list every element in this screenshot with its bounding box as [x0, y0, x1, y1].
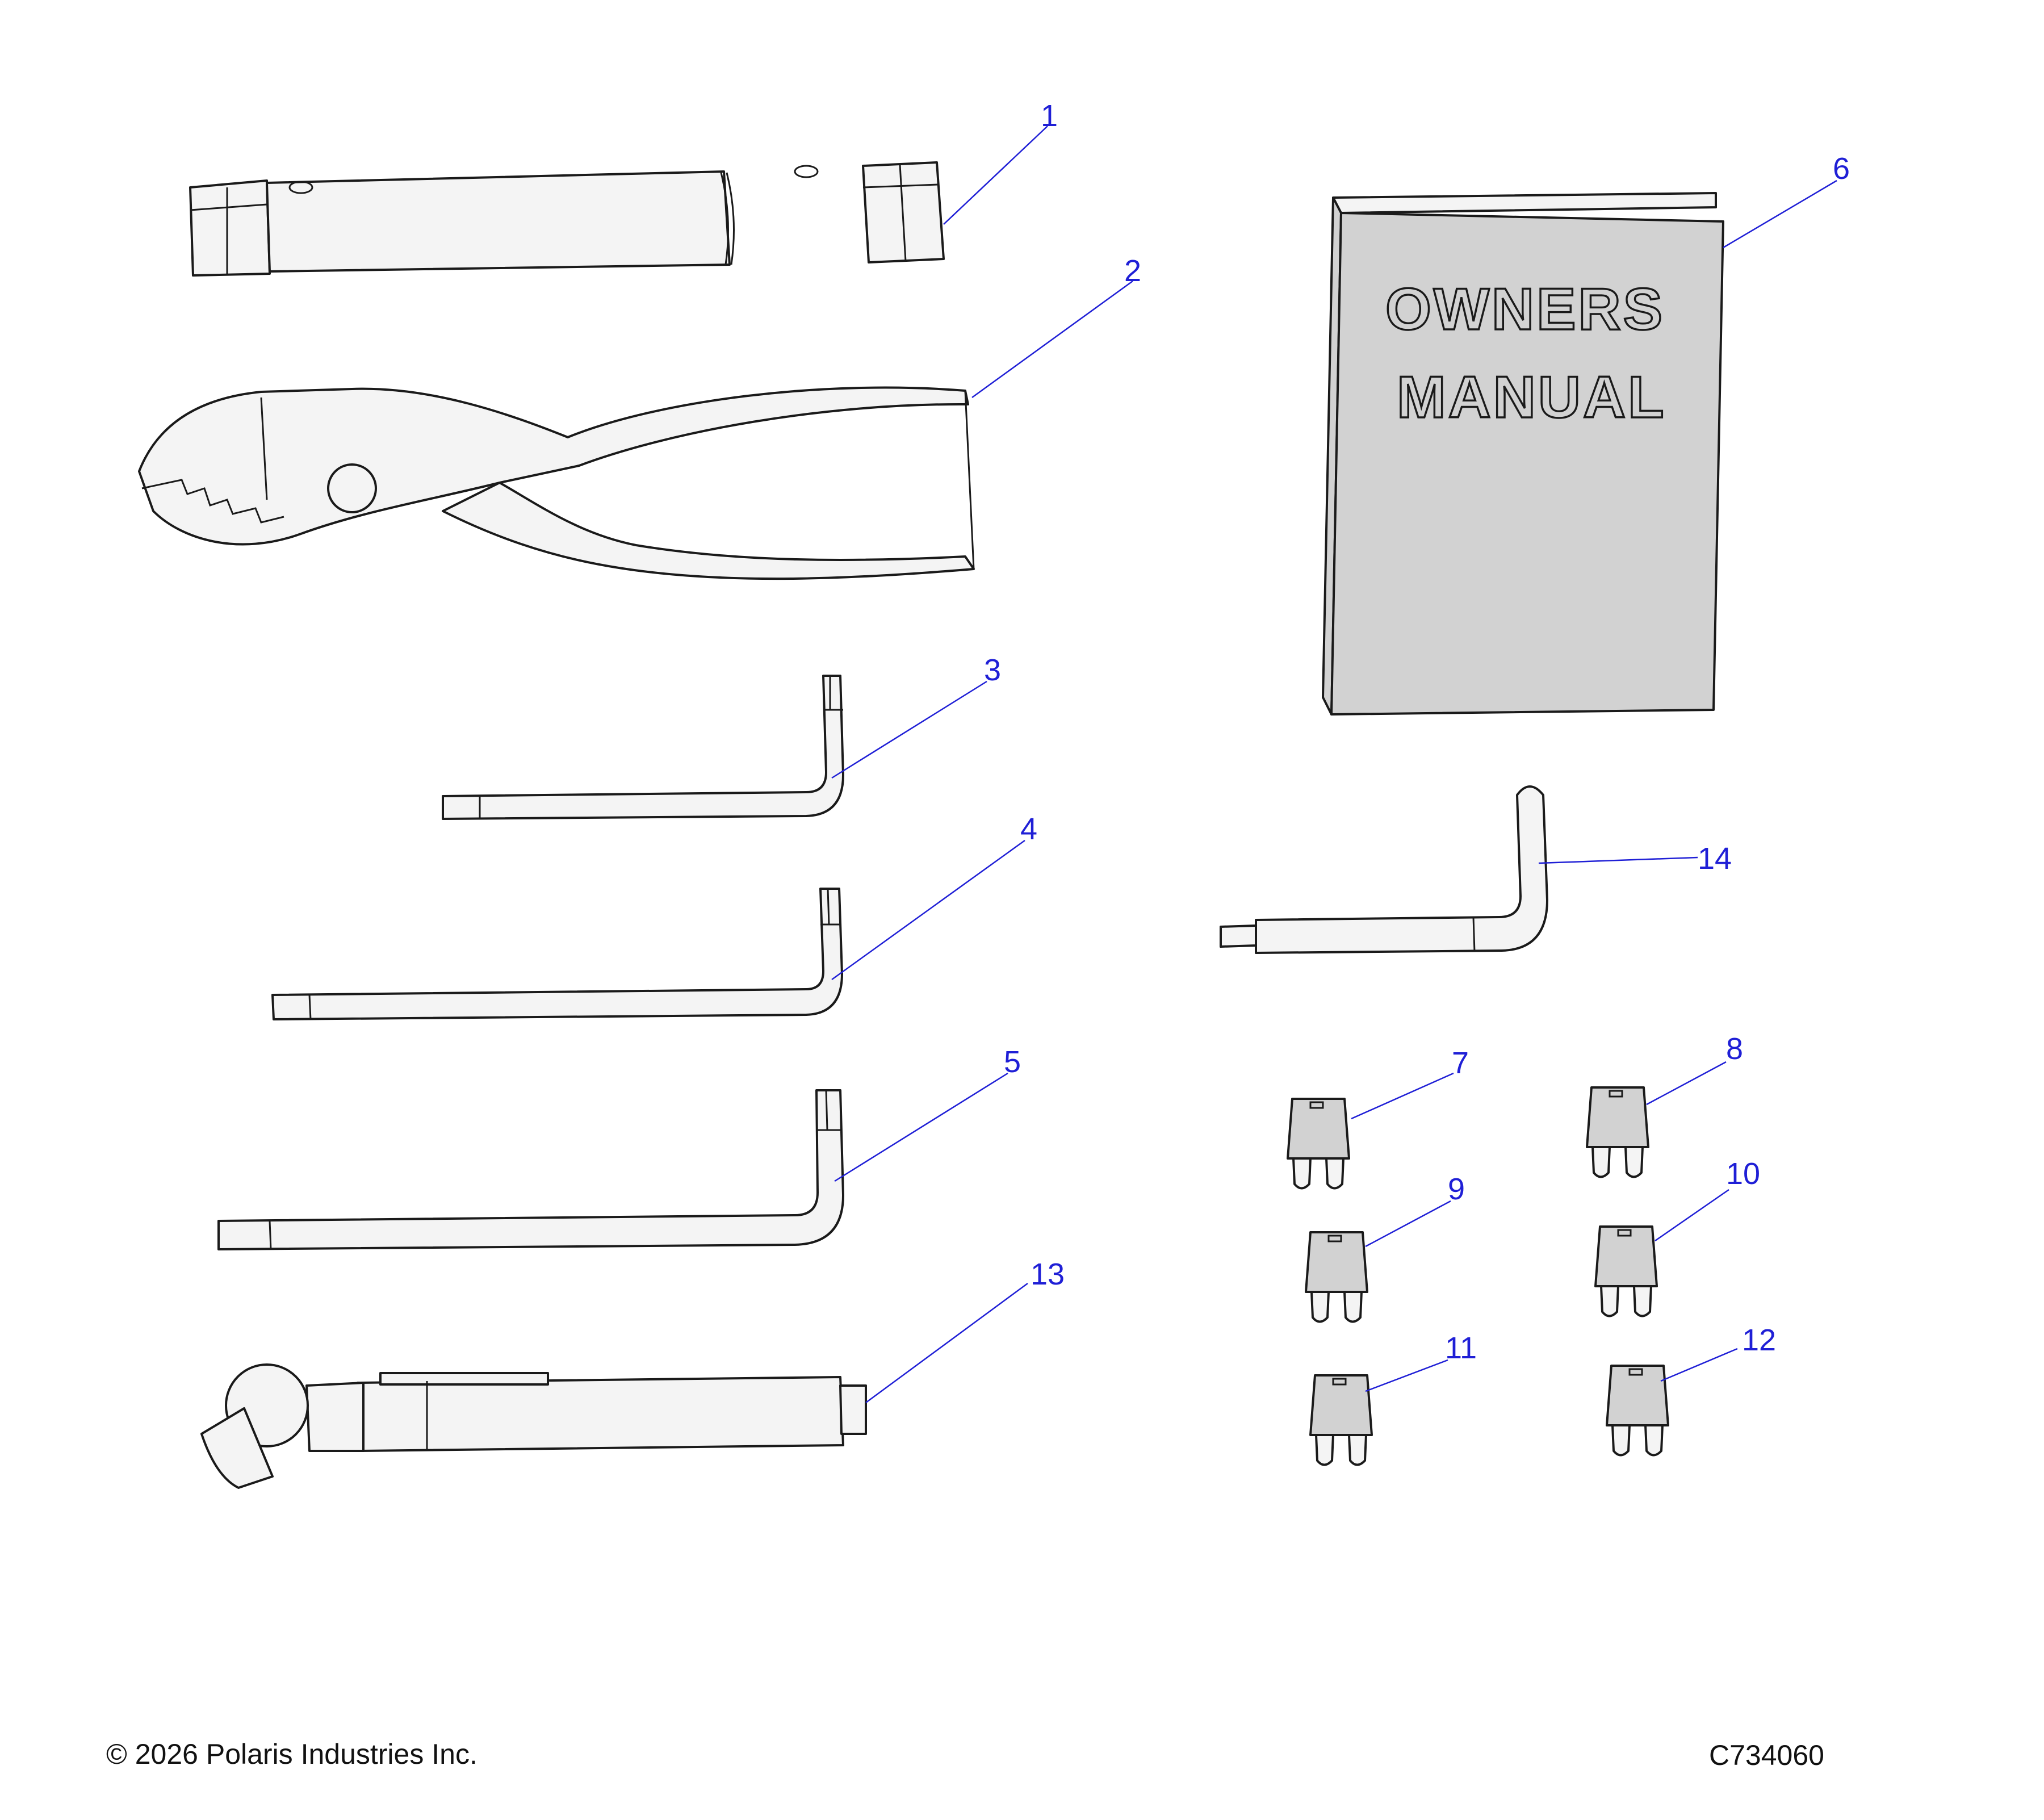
callout-8: 8: [1726, 1032, 1743, 1066]
leader-line-1: [943, 125, 1048, 225]
leader-line-11: [1365, 1359, 1448, 1392]
callout-10: 10: [1726, 1157, 1760, 1191]
leader-lines: [831, 125, 1837, 1404]
callout-1: 1: [1041, 99, 1058, 133]
hex-l-key-icon: [1220, 785, 1548, 954]
leader-line-14: [1538, 856, 1698, 864]
callout-4: 4: [1020, 812, 1037, 846]
callout-5: 5: [1004, 1045, 1021, 1079]
leader-line-5: [834, 1072, 1008, 1182]
torx-l-key-large-icon: [217, 1089, 844, 1250]
callout-2: 2: [1124, 254, 1141, 288]
callout-11: 11: [1445, 1331, 1477, 1365]
leader-line-7: [1351, 1072, 1454, 1120]
mini-fuse-icon: [1287, 1098, 1350, 1190]
mini-fuse-icon: [1606, 1365, 1669, 1457]
mini-fuse-icon: [1586, 1086, 1649, 1178]
leader-line-3: [831, 680, 987, 779]
tire-pressure-gauge-icon: [200, 1363, 867, 1489]
leader-line-2: [971, 280, 1133, 399]
leader-line-10: [1655, 1189, 1729, 1242]
leader-line-9: [1365, 1200, 1451, 1248]
callout-14: 14: [1698, 842, 1732, 876]
copyright-notice: © 2026 Polaris Industries Inc.: [106, 1738, 478, 1770]
owners-manual-book-icon: OWNERS MANUAL: [1322, 192, 1724, 716]
manual-title-line-2: MANUAL: [1397, 365, 1666, 430]
leader-line-6: [1723, 179, 1837, 249]
leader-line-12: [1660, 1348, 1738, 1382]
torx-l-key-medium-icon: [271, 888, 843, 1020]
callout-12: 12: [1742, 1323, 1776, 1357]
manual-title-line-1: OWNERS: [1385, 277, 1665, 342]
mini-fuse-icon: [1309, 1374, 1373, 1466]
torx-l-key-small-icon: [442, 675, 844, 820]
pliers-icon: [138, 386, 975, 580]
callout-9: 9: [1448, 1172, 1465, 1206]
callout-3: 3: [984, 653, 1001, 687]
callout-7: 7: [1452, 1046, 1469, 1080]
callout-labels: 1 2 3 4 5 6 7 8 9 10 11 12 13 14: [984, 99, 1850, 1365]
callout-13: 13: [1031, 1257, 1065, 1291]
mini-fuse-icon: [1594, 1225, 1658, 1317]
callout-6: 6: [1833, 152, 1850, 186]
leader-line-8: [1646, 1061, 1727, 1106]
diagram-code: C734060: [1709, 1739, 1824, 1771]
spark-plug-socket-wrench-icon: [189, 161, 945, 277]
mini-fuse-icon: [1305, 1231, 1368, 1323]
leader-line-13: [865, 1282, 1028, 1404]
leader-line-4: [831, 839, 1025, 981]
